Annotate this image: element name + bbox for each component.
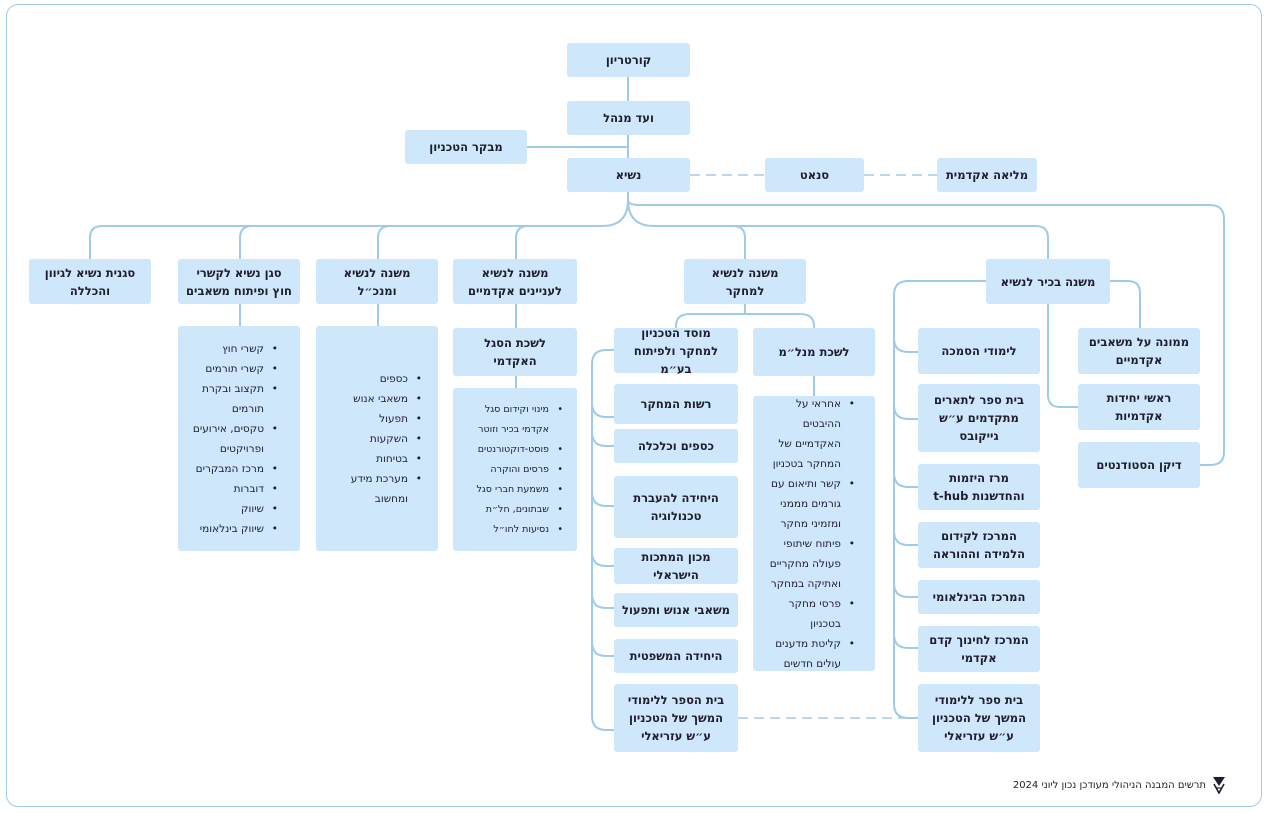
dean-students-box: דיקן הסטודנטים [1078,442,1200,488]
senate-box: סנאט [765,158,864,192]
academic-office-box: לשכת הסגל האקדמי [453,328,577,376]
chart-frame [6,4,1262,807]
line-senior-5 [893,582,918,598]
line-research-left [675,313,745,328]
international-center-box: המרכז הבינלאומי [918,580,1040,614]
line-drop-senior [733,225,1049,259]
graduate-school-box: בית ספר לתארים מתקדמים ע״ש גייקובס [918,384,1040,452]
board-box: קורטריון [567,43,690,77]
line-senior-1 [893,337,918,353]
list-item: פרסים והוקרה [461,460,563,480]
line-senior-side-top [1110,280,1141,328]
deputy-external-list: קשרי חוץ קשרי תורמים תקצוב ובקרת תורמים … [178,326,300,551]
list-item: נסיעות לחו״ל [461,520,563,540]
line-foundation-6 [591,641,614,657]
line-dean-loop [627,199,1225,466]
list-item: קשרי חוץ [192,339,278,359]
line-senior-bracket [893,280,986,719]
line-research-right [745,313,815,328]
list-item: שבתונים, חל״ת [461,500,563,520]
legal-unit-box: היחידה המשפטית [614,639,738,673]
research-foundation-box: מוסד הטכניון למחקר ולפיתוח בע״מ [614,326,738,376]
metals-institute-box: מכון המתכות הישראלי [614,548,738,584]
academic-resources-box: ממונה על משאבים אקדמיים [1078,328,1200,374]
president-box: נשיא [567,158,690,192]
line-foundation-3 [591,491,614,507]
list-item: תקצוב ובקרת תורמים [192,379,278,419]
line-senior-2 [893,404,918,420]
list-item: קשרי תורמים [192,359,278,379]
vp-academic-box: משנה לנשיא לעניינים אקדמיים [453,259,577,304]
list-item: אחראי על ההיבטים האקדמיים של המחקר בטכני… [767,394,855,474]
academic-office-list: מינוי וקידום סגל אקדמי בכיר וזוטר פוסט-ד… [453,388,577,551]
teaching-center-box: המרכז לקידום הלמידה וההוראה [918,522,1040,568]
list-item: פרסי מחקר בטכניון [767,594,855,634]
hr-operations-box: משאבי אנוש ותפעול [614,593,738,627]
list-item: דוברות [192,479,278,499]
list-item: מרכז המבקרים [192,459,278,479]
line-foundation-1 [591,402,614,418]
list-item: טקסים, אירועים ופרויקטים [192,419,278,459]
list-item: תפעול [330,409,422,429]
footer: תרשים המבנה הניהולי מעודכן נכון ליוני 20… [1013,776,1226,794]
council-box: ועד מנהל [567,101,690,135]
list-item: קשר ותיאום עם גורמים מממני ומזמיני מחקר [767,474,855,534]
list-item: בטיחות [330,449,422,469]
academic-heads-box: ראשי יחידות אקדמיות [1078,384,1200,430]
vp-admin-box: משנה לנשיא ומנכ״ל [316,259,438,304]
line-senior-6 [893,633,918,649]
pre-academic-box: המרכז לחינוך קדם אקדמי [918,626,1040,672]
plenum-box: מליאה אקדמית [937,158,1037,192]
senior-vp-box: משנה בכיר לנשיא [986,259,1110,304]
finance-economics-box: כספים וכלכלה [614,429,738,463]
list-item: מינוי וקידום סגל אקדמי בכיר וזוטר [461,400,563,440]
line-drop-vp-academic [515,225,529,259]
undergrad-studies-box: לימודי הסמכה [918,328,1040,374]
azrieli-school-foundation-box: בית הספר ללימודי המשך של הטכניון ע״ש עזר… [614,684,738,752]
line-foundation-2 [591,431,614,447]
list-item: פיתוח שיתופי פעולה מחקריים ואתיקה במחקר [767,534,855,594]
deputy-external-box: סגן נשיא לקשרי חוץ ופיתוח משאבים [178,259,300,304]
research-authority-box: רשות המחקר [614,384,738,424]
footer-text: תרשים המבנה הניהולי מעודכן נכון ליוני 20… [1012,779,1206,791]
list-item: השקעות [330,429,422,449]
line-drop-vp-admin [377,225,391,259]
tech-transfer-box: היחידה להעברת טכנולוגיה [614,476,738,538]
list-item: משאבי אנוש [330,389,422,409]
vp-admin-list: כספים משאבי אנוש תפעול השקעות בטיחות מער… [316,326,438,551]
line-senior-4 [893,530,918,546]
auditor-box: מבקר הטכניון [405,130,527,164]
list-item: קליטת מדענים עולים חדשים [767,634,855,674]
list-item: פוסט-דוקטורנטים [461,440,563,460]
research-office-box: לשכת מנל״מ [753,328,875,376]
list-item: מערכת מידע ומחשוב [330,469,422,509]
azrieli-school-box: בית ספר ללימודי המשך של הטכניון ע״ש עזרי… [918,684,1040,752]
line-foundation-5 [591,593,614,609]
t-hub-box: מרז היזמות והחדשנות t-hub [918,464,1040,510]
line-branch-right [627,199,746,259]
list-item: שיווק [192,499,278,519]
vp-research-box: משנה לנשיא למחקר [684,259,806,304]
deputy-diversity-box: סגנית נשיא לגיוון והכללה [29,259,151,304]
list-item: משמעת חברי סגל [461,480,563,500]
line-senior-3 [893,472,918,488]
line-branch-left [89,199,629,259]
technion-logo-icon [1213,777,1225,794]
list-item: כספים [330,369,422,389]
line-senior-side-left [1047,304,1078,408]
line-foundation-4 [591,551,614,567]
line-drop-deputy-external [239,225,253,259]
line-foundation-bracket [591,349,614,731]
research-office-list: אחראי על ההיבטים האקדמיים של המחקר בטכני… [753,394,875,674]
list-item: שיווק בינלאומי [192,519,278,539]
